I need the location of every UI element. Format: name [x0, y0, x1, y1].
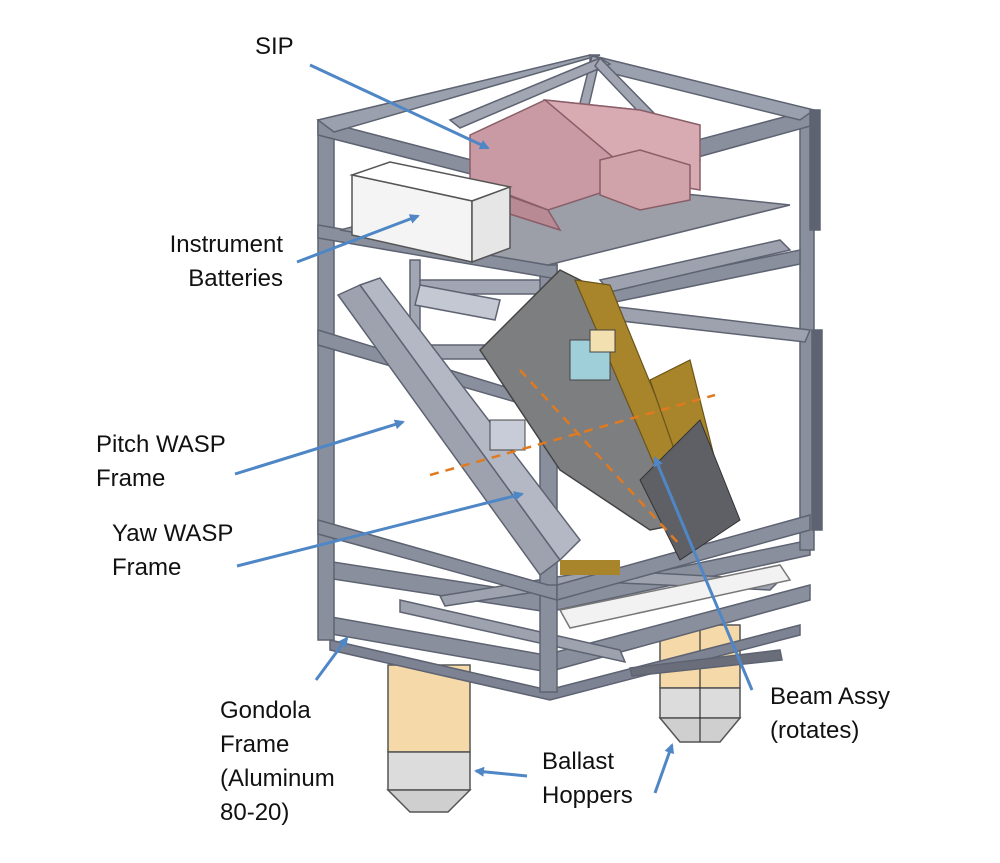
label-instrument-batteries: Instrument Batteries [140, 228, 283, 296]
label-beam-assy: Beam Assy (rotates) [770, 680, 890, 748]
yaw-wasp-frame-arrow [236, 491, 524, 568]
ballast-hopper-right [658, 624, 742, 743]
label-line: (rotates) [770, 717, 860, 744]
label-line: Frame [220, 731, 290, 758]
sip-arrow [309, 63, 490, 150]
pitch-wasp-frame-arrow [234, 419, 405, 476]
label-pitch-wasp-frame: Pitch WASP Frame [96, 428, 226, 496]
gondola-frame-arrow [314, 636, 349, 681]
ballast-hopper-left [386, 664, 472, 813]
label-line: Frame [96, 465, 166, 492]
label-arrows [234, 63, 754, 794]
label-yaw-wasp-frame: Yaw WASP Frame [112, 517, 233, 585]
ballast-right-arrow [653, 743, 675, 794]
label-sip: SIP [255, 30, 294, 64]
label-line: Frame [112, 554, 182, 581]
label-line: Pitch WASP [96, 431, 226, 458]
beam-assembly [479, 269, 741, 575]
label-line: Ballast [542, 748, 615, 775]
label-sip-line: SIP [255, 33, 294, 60]
rotation-axes [429, 369, 716, 546]
beam-assy-arrow [653, 456, 754, 691]
ballast-left-arrow [474, 766, 528, 778]
label-line: Yaw WASP [112, 520, 234, 547]
label-line: Beam Assy [770, 683, 891, 710]
pitch-wasp-frame [336, 277, 581, 577]
label-ballast-hoppers: Ballast Hoppers [542, 745, 633, 813]
label-line: Hoppers [542, 782, 633, 809]
label-line: Instrument [169, 231, 283, 258]
label-line: (Aluminum [220, 765, 335, 792]
label-line: Gondola [220, 697, 311, 724]
label-line: Batteries [188, 265, 283, 292]
label-line: 80-20) [220, 799, 290, 826]
instrument-batteries-arrow [296, 214, 420, 264]
label-gondola-frame: Gondola Frame (Aluminum 80-20) [220, 694, 335, 830]
